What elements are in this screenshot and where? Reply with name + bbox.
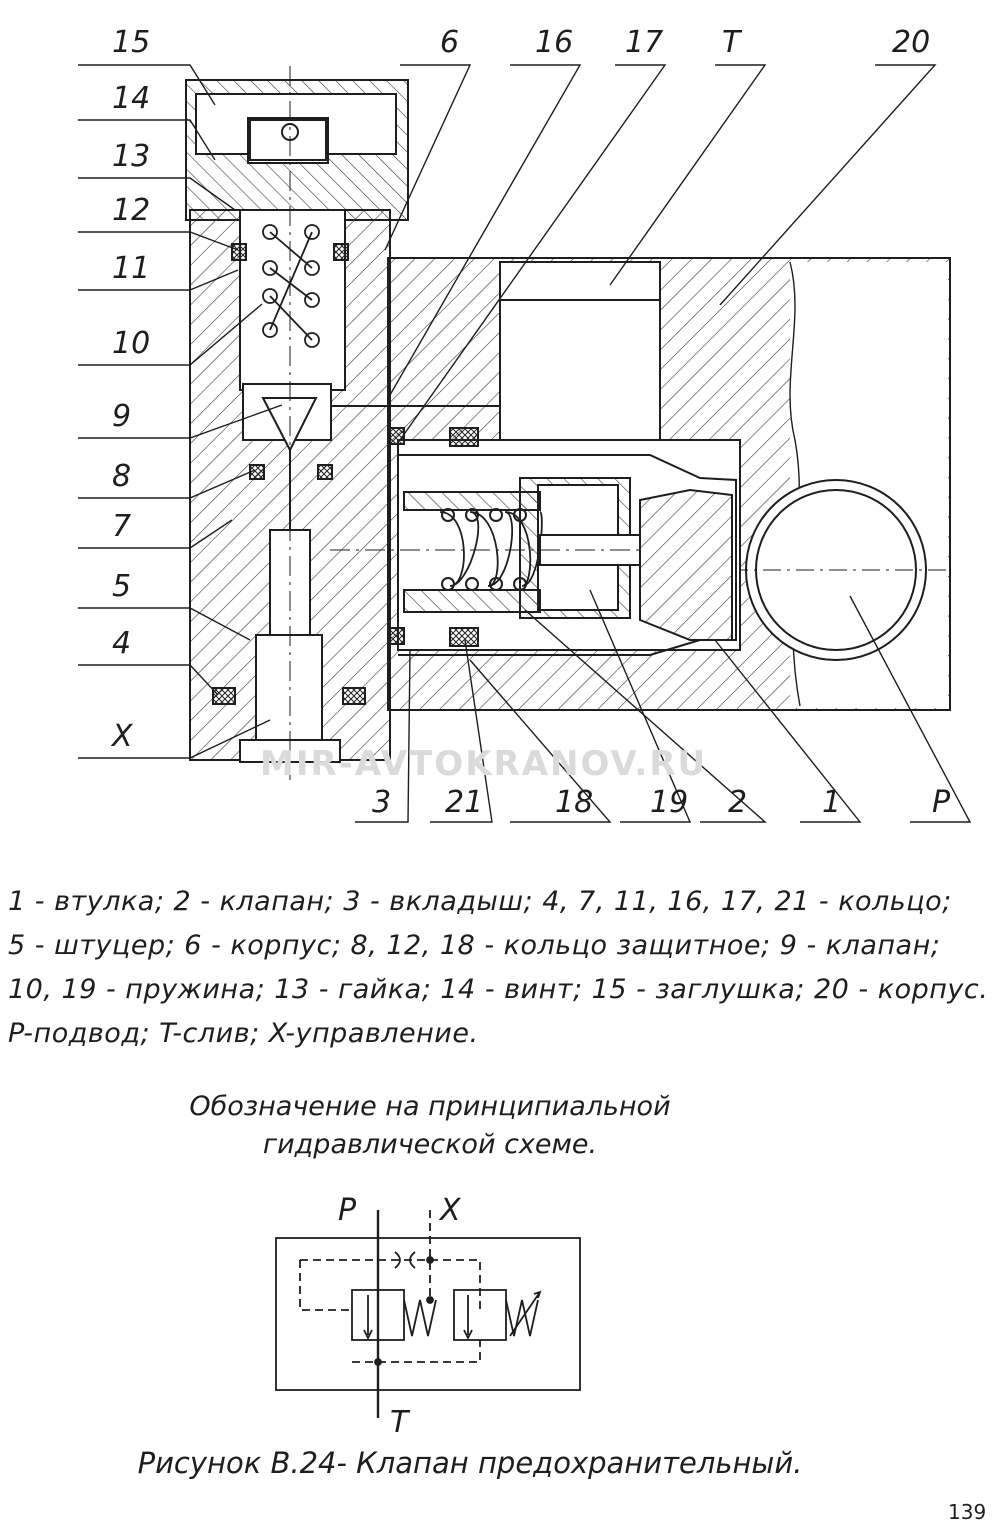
callout-labels-topright: 6 16 17 T 20 — [440, 25, 930, 60]
callout-labels-left: 15 14 13 12 11 10 9 8 7 5 4 X — [110, 25, 150, 754]
housing-20 — [387, 257, 951, 711]
callout-12: 12 — [112, 193, 150, 228]
leader-lines — [78, 64, 972, 823]
callout-20: 20 — [892, 25, 930, 60]
designation-line: Обозначение на принципиальной — [189, 1091, 671, 1122]
legend-line: 5 - штуцер; 6 - корпус; 8, 12, 18 - коль… — [8, 930, 941, 961]
pilot-head — [185, 66, 500, 780]
callout-8: 8 — [112, 459, 131, 494]
callout-21: 21 — [445, 785, 483, 820]
figure-caption: Рисунок В.24- Клапан предохранительный. — [137, 1446, 803, 1480]
schematic-designation-heading: Обозначение на принципиальной гидравличе… — [150, 1088, 710, 1164]
callout-18: 18 — [555, 785, 593, 820]
callout-19: 19 — [650, 785, 688, 820]
callout-3: 3 — [372, 785, 391, 820]
callout-9: 9 — [112, 399, 131, 434]
page-number: 139 — [948, 1500, 987, 1524]
callout-10: 10 — [112, 326, 150, 361]
relief-valve-cartridge — [330, 427, 741, 656]
callout-4: 4 — [112, 626, 131, 661]
designation-line: гидравлической схеме. — [262, 1129, 598, 1160]
legend-line: 10, 19 - пружина; 13 - гайка; 14 - винт;… — [8, 974, 989, 1005]
callout-6: 6 — [440, 25, 459, 60]
callout-13: 13 — [112, 139, 150, 174]
callout-14: 14 — [112, 81, 150, 116]
callout-17: 17 — [625, 25, 663, 60]
callout-2: 2 — [728, 785, 747, 820]
legend-line: P-подвод; T-слив; X-управление. — [8, 1018, 479, 1049]
callout-labels-bottom: 3 21 18 19 2 1 P — [372, 785, 951, 820]
schematic-label-x: X — [438, 1193, 462, 1228]
schematic-label-p: P — [338, 1193, 357, 1228]
callout-7: 7 — [112, 509, 131, 544]
callout-x: X — [110, 719, 134, 754]
callout-5: 5 — [112, 569, 131, 604]
callout-15: 15 — [112, 25, 150, 60]
callout-p: P — [932, 785, 951, 820]
watermark: MIR-AVTOKRANOV.RU — [260, 744, 708, 784]
callout-t: T — [722, 25, 743, 60]
legend-line: 1 - втулка; 2 - клапан; 3 - вкладыш; 4, … — [8, 886, 952, 917]
schematic-label-t: T — [390, 1405, 411, 1440]
legend: 1 - втулка; 2 - клапан; 3 - вкладыш; 4, … — [8, 880, 988, 1056]
hydraulic-symbol — [275, 1210, 581, 1418]
callout-1: 1 — [822, 785, 841, 820]
callout-16: 16 — [535, 25, 573, 60]
callout-11: 11 — [112, 251, 150, 286]
